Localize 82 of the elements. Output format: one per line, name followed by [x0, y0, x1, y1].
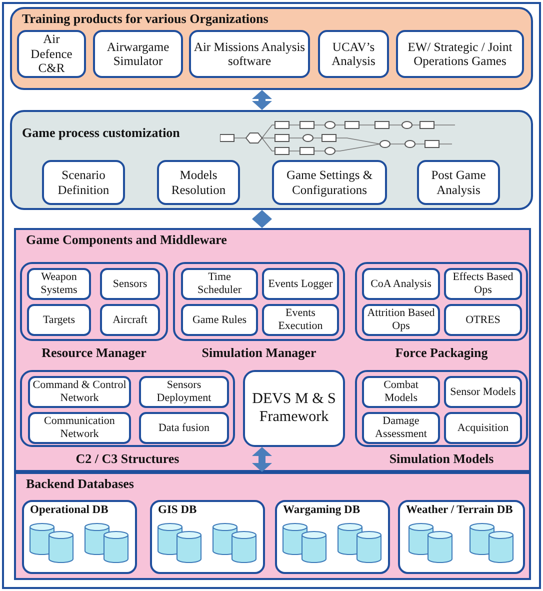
module-label: Communication Network [43, 415, 116, 441]
module-box [272, 160, 387, 205]
group-heading: Resource Manager [40, 345, 148, 361]
module-box [189, 30, 310, 78]
module-label: EW/ Strategic / Joint Operations Games [406, 40, 514, 68]
module-box [262, 304, 339, 336]
module-box [362, 376, 440, 408]
double-arrow [252, 90, 272, 110]
module-label: DEVS M & S Framework [251, 391, 337, 426]
module-box [444, 412, 522, 444]
module-label: Sensors Deployment [156, 379, 212, 405]
panel-heading: Game process customization [22, 125, 180, 141]
module-label: Combat Models [382, 379, 420, 405]
module-box [243, 370, 345, 447]
database-box [150, 500, 265, 574]
module-label: Game Settings & Configurations [285, 168, 374, 197]
layer-panel [14, 228, 531, 472]
module-box [100, 268, 160, 300]
module-label: UCAV’s Analysis [330, 40, 376, 68]
database-box [22, 500, 137, 574]
module-box [362, 268, 440, 300]
module-box [27, 268, 91, 300]
database-label: Wargaming DB [283, 504, 360, 516]
module-box [396, 30, 524, 78]
module-label: Post Game Analysis [430, 168, 487, 197]
module-box [139, 376, 229, 408]
module-box [262, 268, 339, 300]
module-box [417, 160, 500, 205]
module-label: Aircraft [112, 314, 148, 326]
module-box [17, 30, 86, 78]
panel-heading: Training products for various Organizations [22, 11, 268, 27]
module-label: Targets [42, 314, 76, 326]
module-label: Effects Based Ops [452, 271, 514, 297]
double-arrow [252, 210, 272, 228]
module-box [157, 160, 240, 205]
module-label: Events Logger [268, 278, 333, 290]
double-arrow [252, 447, 272, 472]
module-label: Weapon Systems [40, 271, 78, 297]
module-box [181, 268, 258, 300]
module-label: Time Scheduler [196, 271, 242, 297]
module-label: Damage Assessment [374, 415, 428, 441]
group-heading: C2 / C3 Structures [74, 451, 180, 467]
module-label: Game Rules [192, 314, 247, 326]
module-box [28, 412, 131, 444]
database-box [275, 500, 390, 574]
module-label: OTRES [466, 314, 500, 326]
module-label: CoA Analysis [370, 278, 432, 290]
layer-panel [14, 472, 531, 580]
database-box [398, 500, 525, 574]
database-label: GIS DB [158, 504, 197, 516]
module-label: Events Execution [277, 307, 324, 333]
module-box [139, 412, 229, 444]
module-box [181, 304, 258, 336]
group-heading: Force Packaging [394, 345, 489, 361]
module-box [318, 30, 389, 78]
group-heading: Simulation Manager [200, 345, 318, 361]
module-box [444, 304, 522, 336]
layer-panel [10, 110, 533, 210]
panel-heading: Backend Databases [26, 476, 134, 492]
module-box [444, 376, 522, 408]
module-label: Acquisition [457, 422, 509, 434]
module-label: Airwargame Simulator [106, 40, 170, 68]
module-label: Sensor Models [450, 386, 516, 398]
database-label: Weather / Terrain DB [406, 504, 513, 516]
module-box [100, 304, 160, 336]
module-label: Models Resolution [170, 168, 227, 197]
group-heading: Simulation Models [388, 451, 495, 467]
module-label: Air Defence C&R [30, 32, 74, 76]
layer-panel [10, 7, 533, 90]
module-label: Sensors [112, 278, 148, 290]
module-label: Command & Control Network [32, 379, 127, 405]
module-box [362, 412, 440, 444]
module-label: Air Missions Analysis software [193, 40, 306, 68]
module-label: Attrition Based Ops [366, 307, 436, 333]
module-label: Data fusion [158, 422, 210, 434]
database-label: Operational DB [30, 504, 108, 516]
module-box [42, 160, 125, 205]
module-box [93, 30, 183, 78]
module-box [444, 268, 522, 300]
module-label: Scenario Definition [56, 168, 110, 197]
panel-heading: Game Components and Middleware [26, 232, 227, 248]
module-box [27, 304, 91, 336]
